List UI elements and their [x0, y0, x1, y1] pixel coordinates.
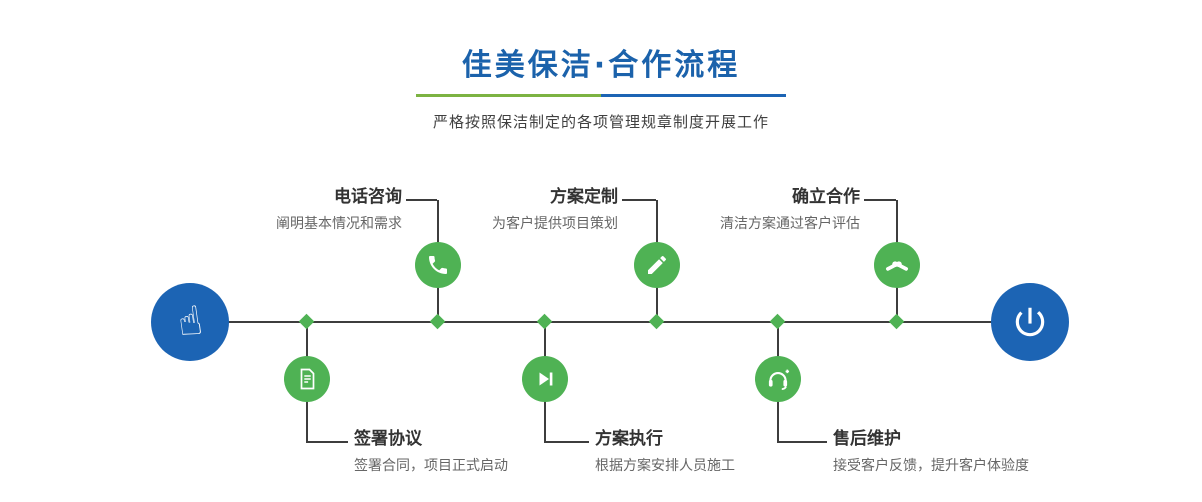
step-title: 签署协议: [354, 429, 422, 449]
timeline-diamond: [769, 313, 786, 330]
step-node-phone: [415, 242, 461, 288]
title-divider: [416, 94, 786, 97]
connector-hstub-aftersale: [777, 441, 827, 443]
start-node: ☝: [151, 283, 229, 361]
contract-icon: [295, 367, 319, 391]
step-desc: 接受客户反馈，提升客户体验度: [833, 458, 1029, 474]
timeline-diamond: [648, 313, 665, 330]
page-subtitle: 严格按照保洁制定的各项管理规章制度开展工作: [432, 113, 769, 131]
step-desc: 签署合同，项目正式启动: [354, 458, 508, 474]
step-label-aftersale: 售后维护 接受客户反馈，提升客户体验度: [833, 428, 1029, 475]
step-title: 确立合作: [792, 187, 860, 207]
step-title: 售后维护: [833, 429, 901, 449]
step-node-plan: [634, 242, 680, 288]
timeline-diamond: [888, 313, 905, 330]
page-title: 佳美保洁·合作流程: [461, 48, 741, 83]
timeline-diamond: [429, 313, 446, 330]
step-node-aftersale: [755, 356, 801, 402]
step-desc: 阐明基本情况和需求: [276, 216, 402, 232]
connector-hstub-execute: [544, 441, 589, 443]
timeline-main-line: [190, 321, 1030, 323]
play-icon: [533, 367, 557, 391]
end-node: [991, 283, 1069, 361]
headset-icon: [765, 366, 791, 392]
connector-hstub-cooperate: [864, 199, 896, 201]
pen-ruler-icon: [645, 253, 669, 277]
step-node-cooperate: [874, 242, 920, 288]
step-label-contract: 签署协议 签署合同，项目正式启动: [354, 428, 508, 475]
phone-icon: [426, 253, 450, 277]
step-label-execute: 方案执行 根据方案安排人员施工: [595, 428, 735, 475]
timeline-diamond: [536, 313, 553, 330]
step-title: 方案定制: [550, 187, 618, 207]
step-title: 电话咨询: [334, 187, 402, 207]
step-node-execute: [522, 356, 568, 402]
step-label-plan: 方案定制 为客户提供项目策划: [492, 186, 618, 233]
step-title: 方案执行: [595, 429, 663, 449]
step-node-contract: [284, 356, 330, 402]
step-label-phone: 电话咨询 阐明基本情况和需求: [276, 186, 402, 233]
connector-hstub-contract: [306, 441, 348, 443]
power-icon: [1011, 303, 1049, 341]
divider-green-segment: [416, 94, 601, 97]
step-desc: 根据方案安排人员施工: [595, 458, 735, 474]
pointing-hand-icon: ☝: [174, 297, 206, 347]
divider-blue-segment: [601, 94, 786, 97]
timeline-diamond: [298, 313, 315, 330]
handshake-icon: [884, 252, 910, 278]
connector-hstub-plan: [622, 199, 656, 201]
step-desc: 清洁方案通过客户评估: [720, 216, 860, 232]
step-label-cooperate: 确立合作 清洁方案通过客户评估: [720, 186, 860, 233]
connector-hstub-phone: [406, 199, 437, 201]
step-desc: 为客户提供项目策划: [492, 216, 618, 232]
